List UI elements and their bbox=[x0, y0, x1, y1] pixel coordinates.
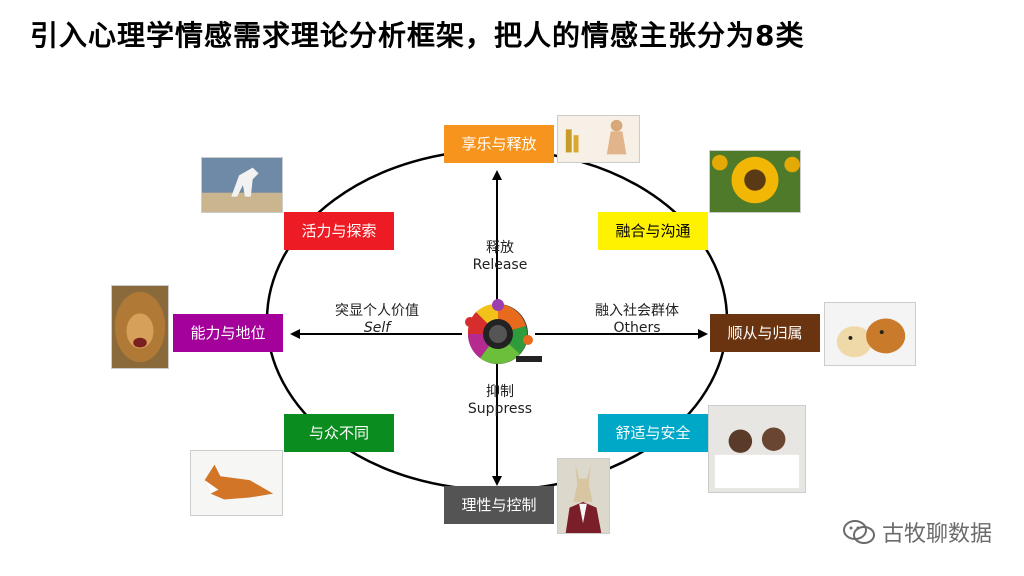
photo-lion bbox=[111, 285, 169, 369]
category-vitality-exploration: 活力与探索 bbox=[284, 212, 394, 250]
axis-label-others-en: Others bbox=[613, 320, 661, 336]
wechat-icon bbox=[842, 520, 875, 544]
category-conformity-belonging: 顺从与归属 bbox=[710, 314, 820, 352]
photo-llama-suit bbox=[557, 458, 610, 534]
axis-label-release: 释放 Release bbox=[460, 240, 540, 274]
photo-fox bbox=[190, 450, 283, 516]
model-logo-icon bbox=[465, 299, 542, 364]
photo-couple-bed bbox=[708, 405, 806, 493]
axis-label-release-cn: 释放 bbox=[486, 240, 514, 256]
category-fusion-communication: 融合与沟通 bbox=[598, 212, 708, 250]
category-uniqueness: 与众不同 bbox=[284, 414, 394, 452]
photo-puppies bbox=[824, 302, 916, 366]
photo-sunflower bbox=[709, 150, 801, 213]
axis-label-self-cn: 突显个人价值 bbox=[335, 303, 419, 319]
axis-label-self-en: Self bbox=[363, 320, 391, 336]
photo-white-horse bbox=[201, 157, 283, 213]
category-comfort-security: 舒适与安全 bbox=[598, 414, 708, 452]
axis-label-others-cn: 融入社会群体 bbox=[595, 303, 679, 319]
watermark: 古牧聊数据 bbox=[842, 516, 992, 548]
category-hedonism-release: 享乐与释放 bbox=[444, 125, 554, 163]
watermark-text: 古牧聊数据 bbox=[881, 522, 992, 547]
axis-label-release-en: Release bbox=[472, 257, 528, 273]
page-title: 引入心理学情感需求理论分析框架，把人的情感主张分为8类 bbox=[30, 19, 805, 52]
axis-label-self: 突显个人价值 Self bbox=[322, 303, 432, 337]
photo-woman-bottle bbox=[557, 115, 640, 163]
category-rationality-control: 理性与控制 bbox=[444, 486, 554, 524]
category-competence-status: 能力与地位 bbox=[173, 314, 283, 352]
axis-label-suppress: 抑制 Suppress bbox=[460, 384, 540, 418]
axis-label-suppress-en: Suppress bbox=[467, 401, 533, 417]
axis-label-others: 融入社会群体 Others bbox=[582, 303, 692, 337]
axis-label-suppress-cn: 抑制 bbox=[486, 384, 514, 400]
